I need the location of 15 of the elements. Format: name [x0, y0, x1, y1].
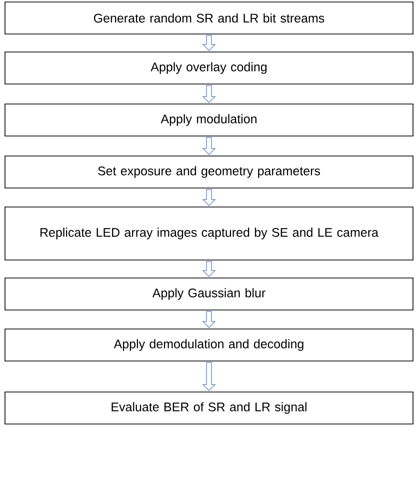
process-box: Apply overlay coding: [4, 52, 414, 84]
process-box: Generate random SR and LR bit streams: [4, 2, 414, 34]
arrow: [202, 311, 216, 328]
arrow: [202, 362, 216, 392]
arrow: [202, 85, 216, 104]
process-box: Apply Gaussian blur: [4, 278, 414, 310]
arrow: [202, 35, 216, 52]
process-box: Apply modulation: [4, 104, 414, 136]
process-box: Replicate LED array images captured by SE and LE camera: [4, 206, 414, 260]
process-box: Set exposure and geometry parameters: [4, 156, 414, 188]
process-box: Apply demodulation and decoding: [4, 328, 414, 362]
process-box: Evaluate BER of SR and LR signal: [4, 392, 414, 424]
arrow: [202, 189, 216, 206]
arrow: [202, 137, 216, 156]
arrow: [202, 261, 216, 278]
